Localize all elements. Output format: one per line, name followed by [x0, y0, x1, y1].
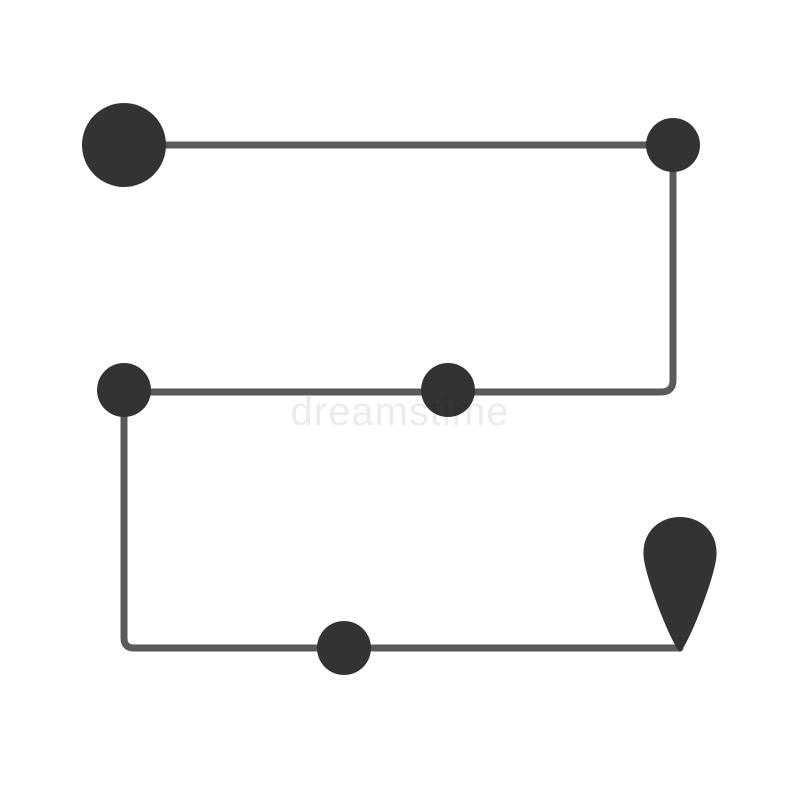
waypoint-node-top-right	[646, 118, 700, 172]
waypoint-node-middle-left	[97, 363, 151, 417]
watermark: dreamstime	[290, 390, 510, 434]
waypoint-node-middle	[421, 363, 475, 417]
start-node	[82, 103, 166, 187]
waypoint-node-bottom	[317, 621, 371, 675]
destination-pin-icon	[643, 517, 717, 652]
